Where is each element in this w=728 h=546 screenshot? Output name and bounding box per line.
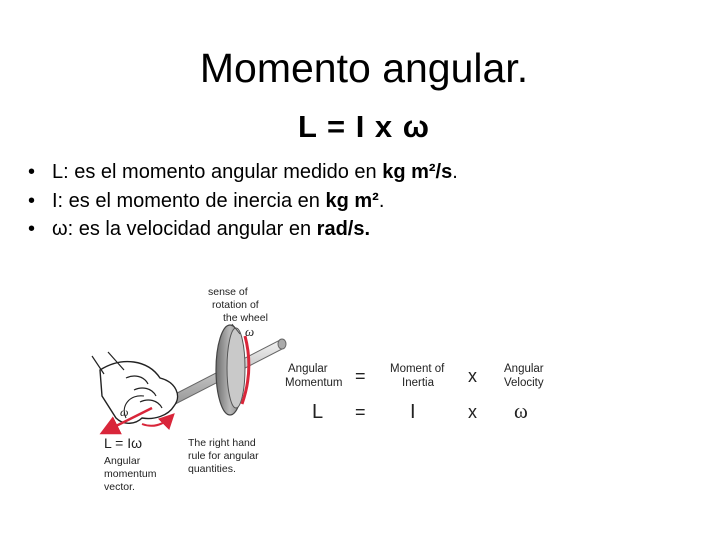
momentum-vector-label-1: Angular [104, 455, 141, 467]
sense-label-2: rotation of [212, 299, 259, 311]
eq-word-right-2: Velocity [504, 377, 544, 389]
sense-pointer [231, 323, 241, 335]
bullet-unit: kg m²/s [382, 161, 453, 183]
eq-word-left-1: Angular [288, 363, 328, 375]
bullet-marker: • [28, 218, 36, 240]
momentum-vector-label-3: vector. [104, 481, 135, 493]
eq-symbol-times: x [468, 402, 477, 422]
L-vector-label: L = Iω [104, 435, 142, 451]
eq-word-left-2: Momentum [285, 377, 343, 389]
bullet-unit: rad/s. [316, 218, 371, 240]
bullet-marker: • [28, 161, 36, 183]
eq-symbol-omega: ω [514, 399, 528, 423]
eq-word-right-1: Angular [504, 363, 544, 375]
sense-label-1: sense of [208, 286, 248, 298]
rotation-arc [240, 335, 251, 405]
eq-symbol-L: L [312, 401, 323, 423]
list-item: • L: es el momento angular medido en kg m… [28, 158, 708, 187]
bullet-tail: . [452, 161, 458, 183]
right-hand-label-1: The right hand [188, 437, 256, 449]
momentum-vector-label-2: momentum [104, 468, 157, 480]
right-hand-label-2: rule for angular [188, 450, 259, 462]
bullet-text: I: es el momento de inercia en [52, 189, 326, 212]
eq-word-times: x [468, 366, 477, 386]
eq-word-middle-1: Moment of [390, 363, 445, 375]
bullet-marker: • [28, 189, 36, 212]
wheel [215, 324, 251, 416]
bullet-tail: . [378, 189, 385, 212]
definition-list: • L: es el momento angular medido en kg m… [28, 158, 708, 244]
hand-omega: ω [120, 405, 128, 419]
bullet-text: ω: es la velocidad angular en [52, 218, 317, 240]
right-hand-label-3: quantities. [188, 463, 236, 475]
slide-title: Momento angular. [199, 45, 529, 91]
hand-icon [91, 351, 179, 424]
wheel-omega: ω [245, 324, 254, 339]
eq-word-middle-2: Inertia [402, 377, 435, 389]
bullet-text: L: es el momento angular medido en [52, 161, 383, 183]
angular-momentum-formula: L = I x ω [298, 109, 430, 144]
eq-symbol-I: I [410, 401, 416, 423]
right-hand-rule-figure: sense of rotation of the wheel ω ω L = I… [91, 286, 544, 493]
list-item: • ω: es la velocidad angular en rad/s. [28, 215, 708, 244]
bullet-unit: kg m² [325, 189, 379, 212]
eq-symbol-equals: = [355, 402, 366, 422]
eq-word-equals: = [355, 366, 366, 386]
hand-rotation-arrow [141, 413, 175, 431]
sense-label-3: the wheel [223, 312, 268, 324]
list-item: • I: es el momento de inercia en kg m². [28, 187, 708, 216]
angular-momentum-vector [99, 406, 153, 435]
